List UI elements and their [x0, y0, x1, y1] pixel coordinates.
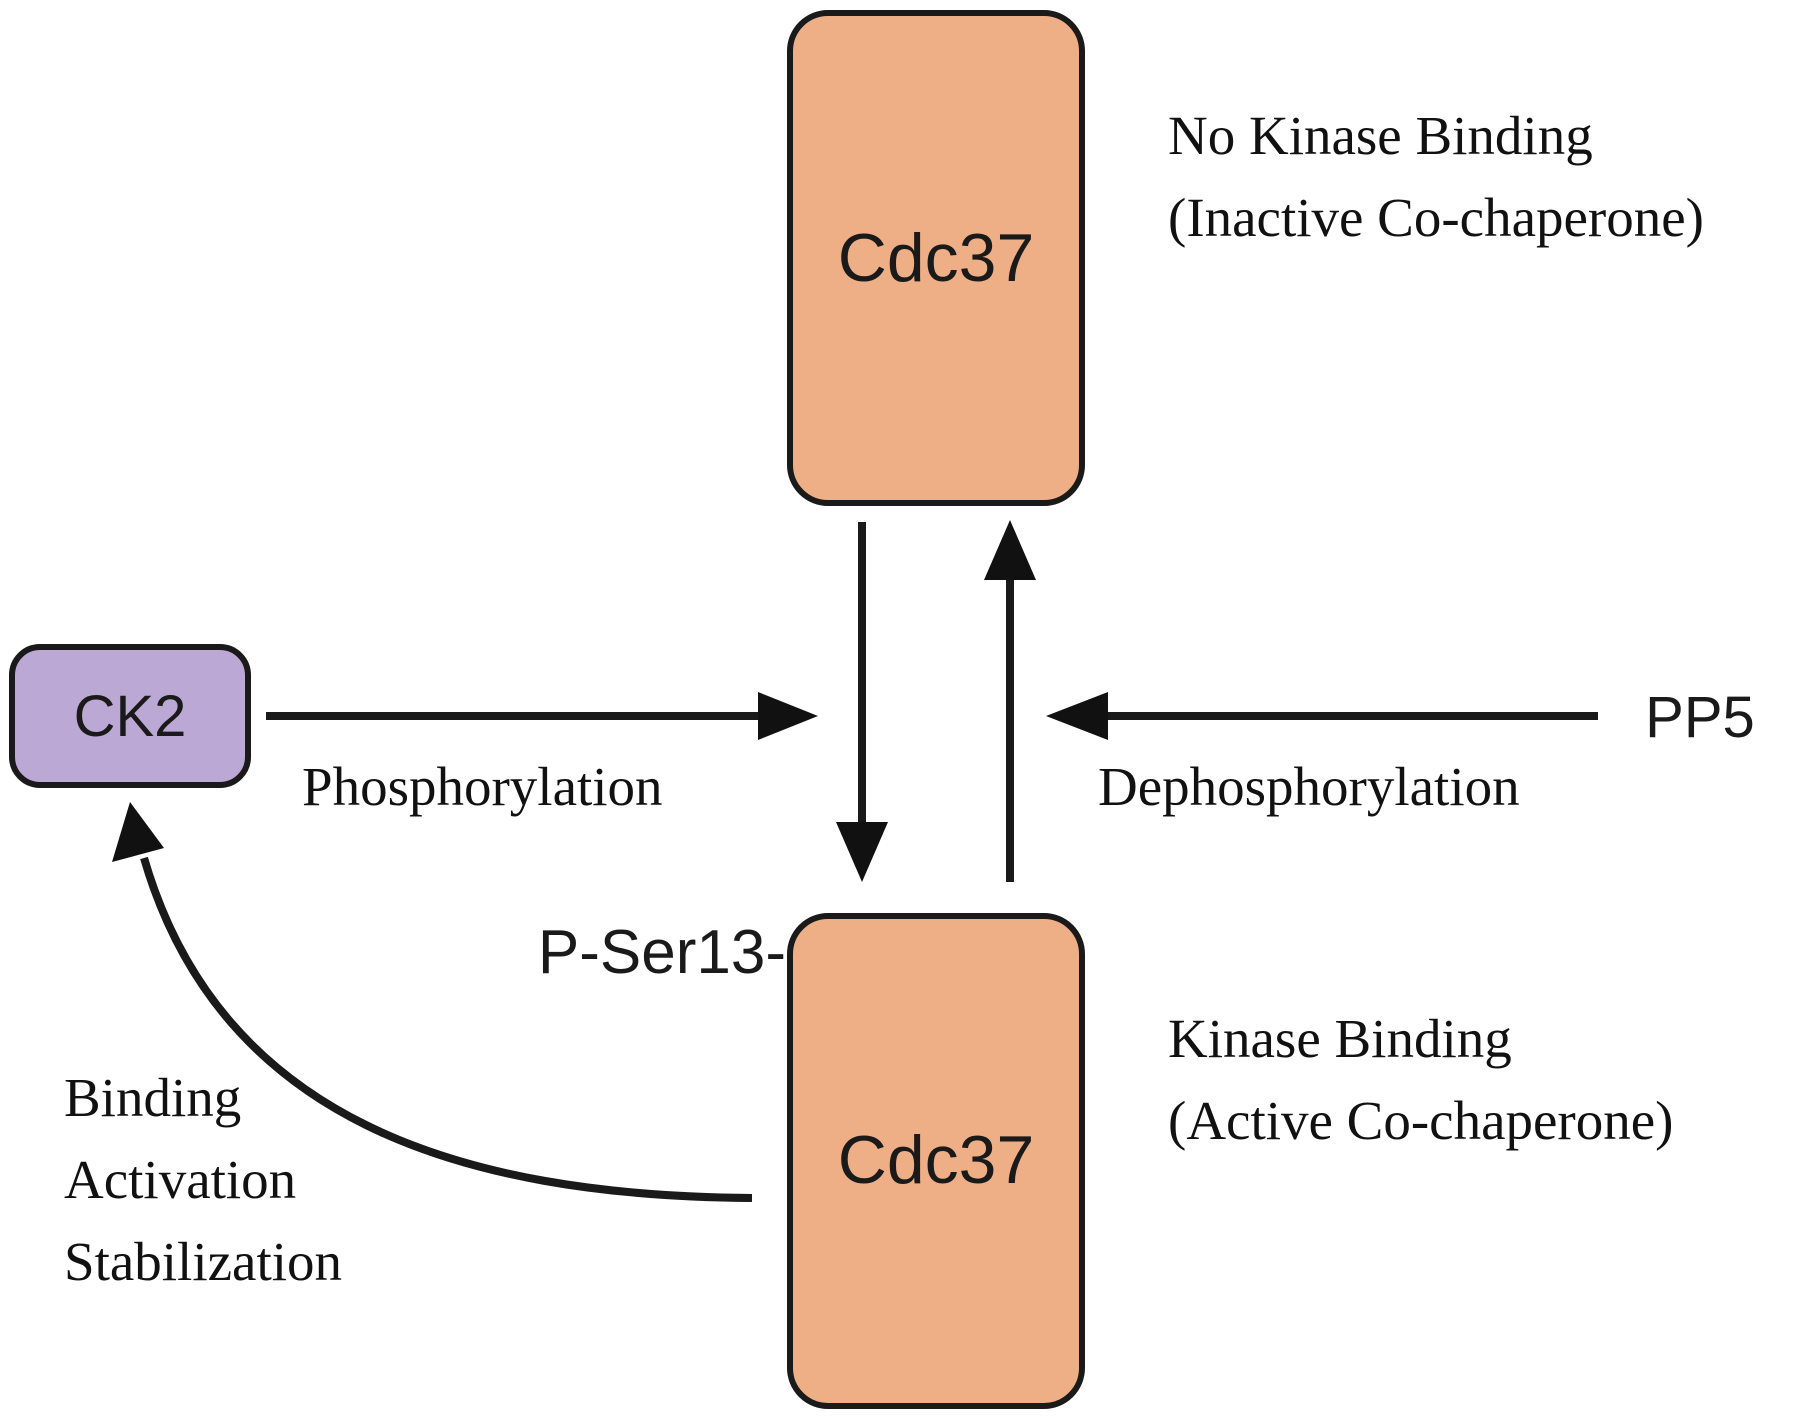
- cdc37-active-box: [787, 913, 1085, 1409]
- feedback-line-3: Stabilization: [64, 1231, 342, 1292]
- feedback-line-2: Activation: [64, 1149, 296, 1210]
- ck2-node: CK2: [9, 644, 251, 788]
- cdc37-inactive-box: [787, 10, 1085, 506]
- active-state-description: Kinase Binding (Active Co-chaperone): [1168, 1008, 1673, 1151]
- ck2-arrow-head: [758, 692, 818, 740]
- cdc37-inactive-node: Cdc37: [787, 10, 1085, 506]
- feedback-line-1: Binding: [64, 1067, 241, 1128]
- pp5-arrow-head: [1046, 692, 1108, 740]
- dephosphorylation-label: Dephosphorylation: [1098, 756, 1520, 817]
- feedback-description: Binding Activation Stabilization: [64, 1067, 342, 1292]
- active-state-line-2: (Active Co-chaperone): [1168, 1090, 1673, 1151]
- up-arrow-head: [984, 520, 1036, 580]
- phosphorylation-label: Phosphorylation: [302, 756, 663, 817]
- active-state-line-1: Kinase Binding: [1168, 1008, 1512, 1069]
- down-arrow-head: [836, 822, 888, 882]
- pp5-label: PP5: [1645, 685, 1755, 750]
- inactive-state-description: No Kinase Binding (Inactive Co-chaperone…: [1168, 105, 1704, 248]
- dephosphorylation-up-arrow: [984, 520, 1036, 882]
- ck2-label: CK2: [74, 684, 187, 749]
- cdc37-inactive-label: Cdc37: [838, 220, 1035, 296]
- cdc37-active-label: Cdc37: [838, 1122, 1035, 1198]
- inactive-state-line-1: No Kinase Binding: [1168, 105, 1593, 166]
- phosphorylation-down-arrow: [836, 522, 888, 882]
- inactive-state-line-2: (Inactive Co-chaperone): [1168, 187, 1704, 248]
- cdc37-active-node: Cdc37: [787, 913, 1085, 1409]
- feedback-arrow-head: [112, 802, 164, 862]
- ck2-box: [9, 644, 251, 788]
- phospho-site-label: P-Ser13-: [538, 918, 786, 987]
- ck2-phosphorylation-arrow: [266, 692, 818, 740]
- feedback-arrow-path: [140, 856, 753, 1202]
- pp5-dephosphorylation-arrow: [1046, 692, 1598, 740]
- feedback-curved-arrow: [112, 802, 753, 1202]
